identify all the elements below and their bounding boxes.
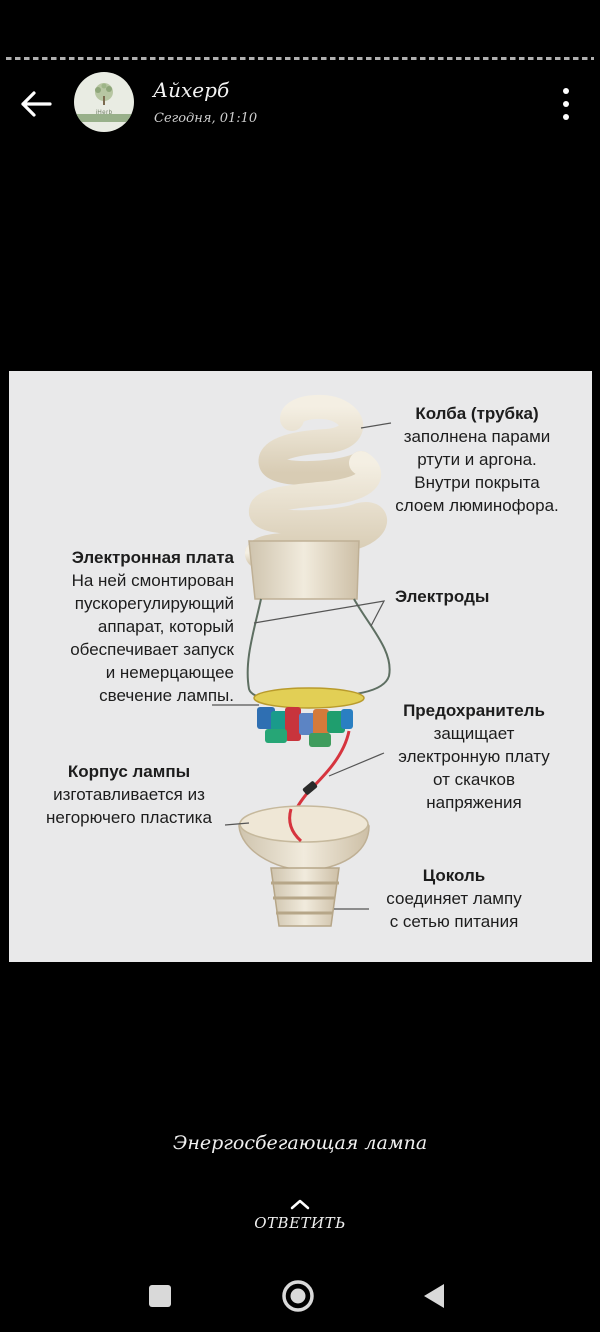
electrode-wire-right	[348, 598, 391, 696]
story-image: Колба (трубка) заполнена парами ртути и …	[9, 371, 592, 962]
fuse	[302, 781, 318, 795]
label-bulb-line: слоем люминофора.	[395, 496, 559, 515]
arrow-left-icon	[21, 91, 52, 117]
leader-fuse	[328, 752, 385, 777]
nav-recent-button[interactable]	[138, 1274, 182, 1318]
reply-button[interactable]: ОТВЕТИТЬ	[250, 1198, 350, 1233]
label-base: Цоколь соединяет лампу с сетью питания	[369, 864, 539, 933]
label-fuse: Предохранитель защищает электронную плат…	[379, 699, 569, 814]
leader-electrodes	[253, 600, 386, 627]
bulb-holder	[248, 540, 360, 600]
story-header: iHerb Айхерб Сегодня, 01:10	[0, 70, 600, 134]
nav-home-button[interactable]	[276, 1274, 320, 1318]
label-bulb-line: ртути и аргона.	[417, 450, 537, 469]
label-electrodes: Электроды	[395, 585, 489, 608]
tree-icon	[95, 83, 113, 105]
back-button[interactable]	[18, 86, 54, 122]
electrode-wire-left	[246, 598, 272, 700]
label-body-line: негорючего пластика	[46, 808, 212, 827]
leader-bulb	[360, 422, 392, 429]
label-board-line: и немерцающее	[105, 663, 234, 682]
circle-icon	[282, 1280, 314, 1312]
label-body: Корпус лампы изготавливается из негорюче…	[29, 760, 229, 829]
triangle-back-icon	[424, 1284, 444, 1308]
avatar-band	[74, 114, 134, 122]
lamp-base	[270, 867, 340, 927]
label-board-line: обеспечивает запуск	[70, 640, 234, 659]
channel-name[interactable]: Айхерб	[153, 78, 230, 102]
reply-label: ОТВЕТИТЬ	[254, 1214, 346, 1232]
label-fuse-line: электронную плату	[398, 747, 550, 766]
story-progress-bar	[6, 57, 594, 60]
channel-avatar[interactable]: iHerb	[74, 72, 134, 132]
system-navigation-bar	[0, 1268, 600, 1324]
label-board: Электронная плата На ней смонтирован пус…	[19, 546, 234, 707]
label-board-line: пускорегулирующий	[74, 594, 234, 613]
nav-back-button[interactable]	[412, 1274, 456, 1318]
menu-dot	[563, 88, 569, 94]
post-timestamp: Сегодня, 01:10	[154, 111, 258, 126]
square-icon	[149, 1285, 171, 1307]
story-caption: Энергосбегающая лампа	[172, 1132, 428, 1154]
label-base-line: с сетью питания	[389, 912, 519, 931]
label-body-title: Корпус лампы	[67, 762, 191, 781]
label-bulb: Колба (трубка) заполнена парами ртути и …	[377, 402, 577, 517]
label-electrodes-title: Электроды	[395, 587, 490, 606]
more-options-button[interactable]	[552, 88, 580, 120]
label-board-title: Электронная плата	[71, 548, 234, 567]
energy-saving-lamp-illustration	[212, 394, 392, 927]
label-board-line: На ней смонтирован	[71, 571, 234, 590]
label-body-line: изготавливается из	[53, 785, 205, 804]
electronic-components	[257, 707, 353, 747]
label-bulb-line: заполнена парами	[403, 427, 551, 446]
label-fuse-title: Предохранитель	[403, 701, 545, 720]
label-fuse-line: защищает	[433, 724, 515, 743]
label-board-line: аппарат, который	[97, 617, 234, 636]
label-bulb-title: Колба (трубка)	[415, 404, 539, 423]
leader-body	[224, 822, 250, 826]
menu-dot	[563, 101, 569, 107]
label-base-line: соединяет лампу	[386, 889, 522, 908]
label-fuse-line: от скачков	[433, 770, 515, 789]
label-bulb-line: Внутри покрыта	[414, 473, 540, 492]
avatar-logo-text: iHerb	[95, 110, 113, 116]
circuit-board	[253, 687, 365, 709]
label-fuse-line: напряжения	[426, 793, 522, 812]
menu-dot	[563, 114, 569, 120]
chevron-up-icon	[290, 1199, 310, 1210]
label-board-line: свечение лампы.	[99, 686, 234, 705]
label-base-title: Цоколь	[422, 866, 486, 885]
